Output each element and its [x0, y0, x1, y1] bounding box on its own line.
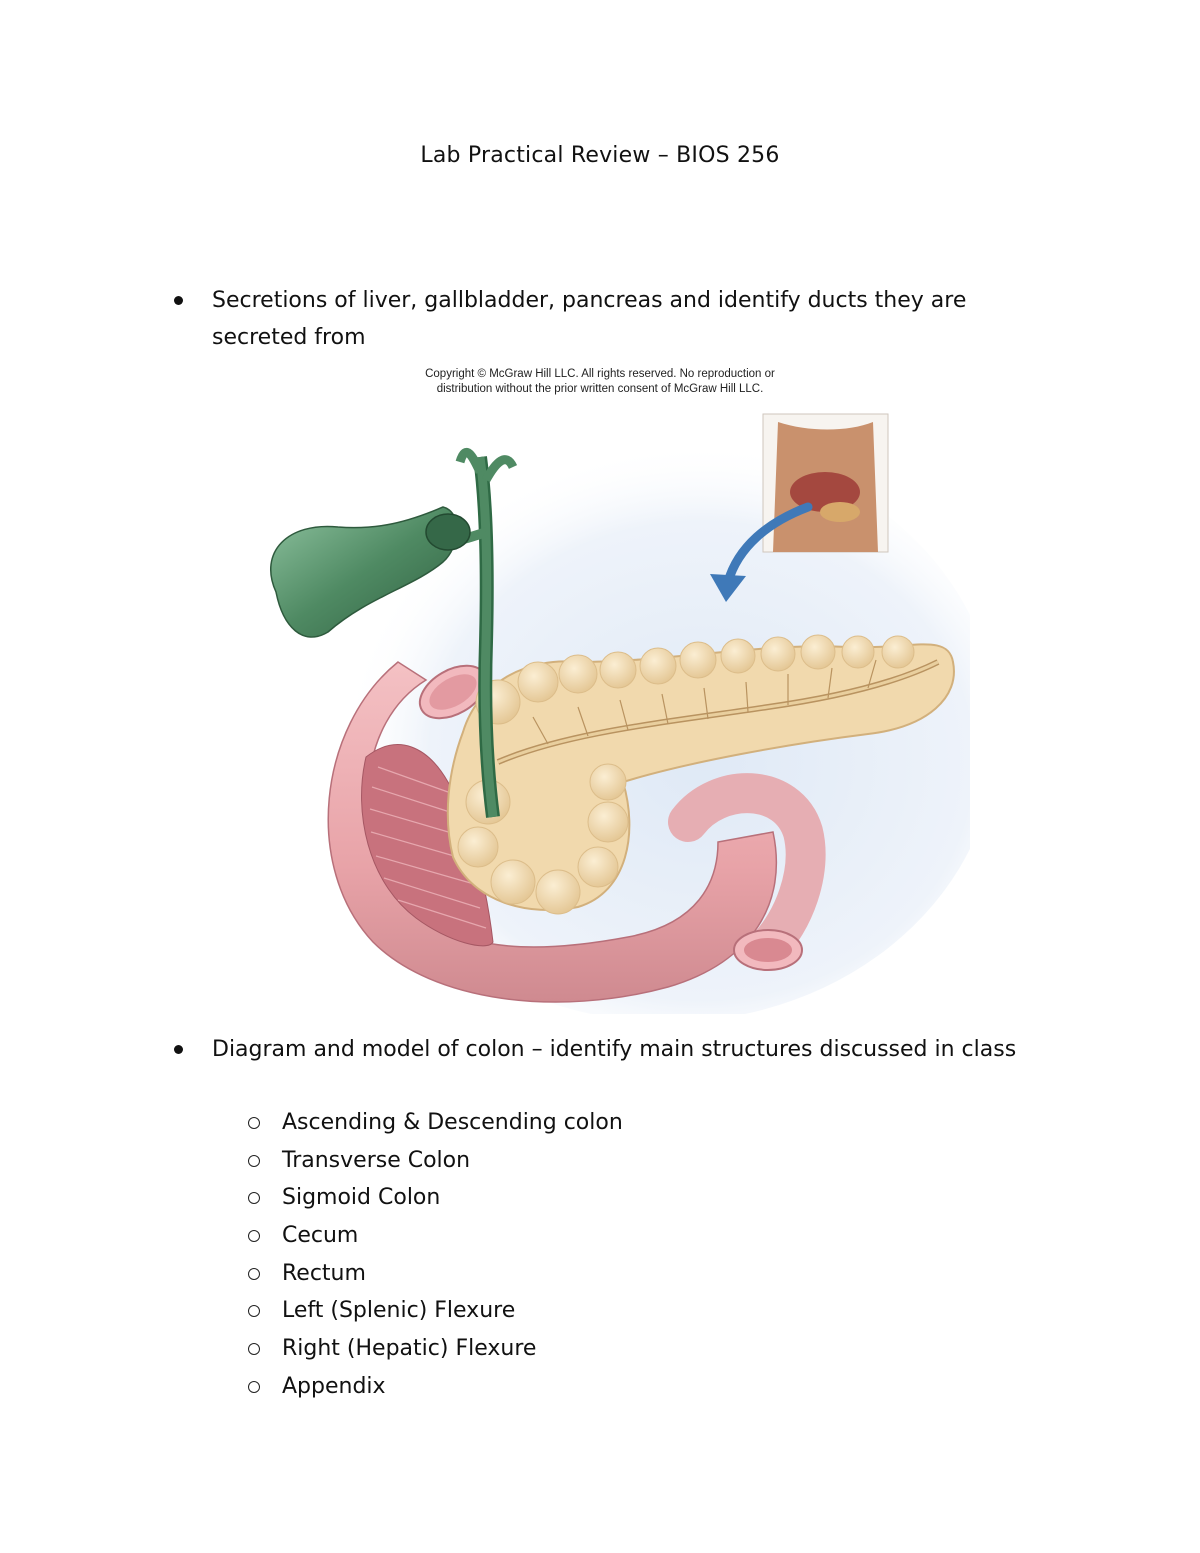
pancreas — [446, 634, 955, 915]
circle-bullet-icon — [248, 1267, 260, 1280]
bullet-item-colon: Diagram and model of colon – identify ma… — [170, 1031, 1050, 1068]
circle-bullet-icon — [248, 1154, 260, 1167]
circle-bullet-icon — [248, 1380, 260, 1393]
bullet-text: Secretions of liver, gallbladder, pancre… — [212, 288, 967, 350]
circle-bullet-icon — [248, 1192, 260, 1205]
list-item: Cecum — [248, 1217, 623, 1255]
circle-bullet-icon — [248, 1117, 260, 1129]
copyright-line: distribution without the prior written c… — [436, 383, 764, 395]
gallbladder — [270, 506, 471, 638]
torso-inset-image — [762, 413, 889, 553]
copyright-line: Copyright © McGraw Hill LLC. All rights … — [425, 368, 775, 380]
circle-bullet-icon — [248, 1230, 260, 1243]
colon-structures-list: Ascending & Descending colon Transverse … — [248, 1104, 623, 1406]
bullet-text: Diagram and model of colon – identify ma… — [212, 1037, 1017, 1062]
circle-bullet-icon — [248, 1305, 260, 1318]
page-title: Lab Practical Review – BIOS 256 — [420, 143, 780, 168]
list-item: Appendix — [248, 1368, 623, 1406]
list-item: Right (Hepatic) Flexure — [248, 1330, 623, 1368]
list-item: Sigmoid Colon — [248, 1179, 623, 1217]
bullet-icon — [174, 1045, 183, 1054]
bullet-icon — [174, 296, 183, 305]
list-item: Left (Splenic) Flexure — [248, 1292, 623, 1330]
copyright-notice: Copyright © McGraw Hill LLC. All rights … — [390, 367, 810, 397]
list-item: Transverse Colon — [248, 1142, 623, 1180]
list-item: Ascending & Descending colon — [248, 1104, 623, 1142]
bullet-item-secretions: Secretions of liver, gallbladder, pancre… — [170, 282, 1050, 356]
digestive-organs-illustration — [270, 413, 970, 1014]
arrow-icon — [710, 502, 813, 602]
circle-bullet-icon — [248, 1343, 260, 1356]
list-item: Rectum — [248, 1255, 623, 1293]
